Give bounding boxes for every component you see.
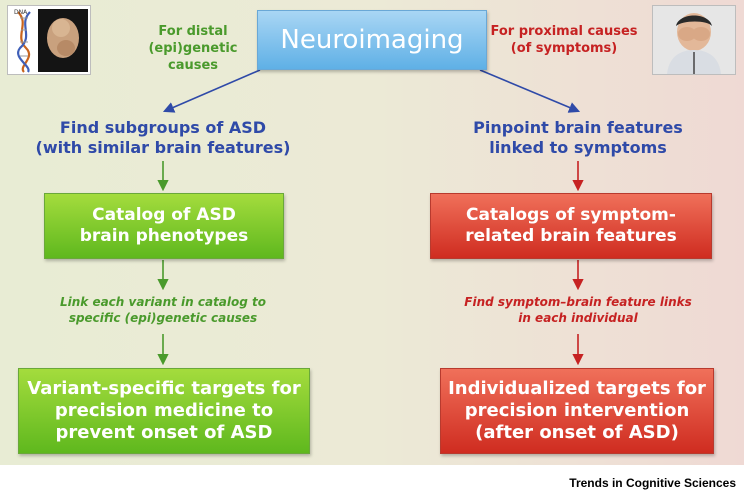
left-heading-line-1: Find subgroups of ASD <box>59 118 267 137</box>
root-label: Neuroimaging <box>280 25 464 55</box>
left-box1-line-1: Catalog of ASD <box>92 205 236 225</box>
dna-label: DNA <box>14 9 28 16</box>
right-link-line-2: in each individual <box>518 311 638 325</box>
left-box2-line-2: precision medicine to <box>54 400 274 421</box>
right-note: For proximal causes (of symptoms) <box>484 23 644 57</box>
right-box1-line-2: related brain features <box>465 226 677 246</box>
catalog-asd-phenotypes-box: Catalog of ASD brain phenotypes <box>44 193 284 259</box>
right-link-note: Find symptom–brain feature links in each… <box>452 294 704 326</box>
right-heading-line-2: linked to symptoms <box>489 138 667 157</box>
left-branch-heading: Find subgroups of ASD (with similar brai… <box>20 118 306 158</box>
left-link-line-2: specific (epi)genetic causes <box>68 311 258 325</box>
left-box2-line-3: prevent onset of ASD <box>55 422 273 443</box>
arrow-root-to-left <box>162 69 261 113</box>
left-box2-line-1: Variant-specific targets for <box>27 378 301 399</box>
arrow-root-to-right <box>479 69 581 113</box>
left-note-line-1: For distal <box>158 24 228 39</box>
right-branch-heading: Pinpoint brain features linked to sympto… <box>446 118 710 158</box>
variant-specific-targets-box: Variant-specific targets for precision m… <box>18 368 310 454</box>
dna-fetus-image: DNA <box>7 5 91 75</box>
right-box2-line-3: (after onset of ASD) <box>475 422 679 443</box>
child-icon <box>653 6 735 74</box>
left-note-line-2: (epi)genetic causes <box>148 41 238 73</box>
right-link-line-1: Find symptom–brain feature links <box>464 295 692 309</box>
left-link-line-1: Link each variant in catalog to <box>59 295 267 309</box>
left-heading-line-2: (with similar brain features) <box>35 138 291 157</box>
catalogs-symptom-features-box: Catalogs of symptom- related brain featu… <box>430 193 712 259</box>
left-link-note: Link each variant in catalog to specific… <box>38 294 288 326</box>
neuroimaging-box: Neuroimaging <box>257 10 487 70</box>
right-box2-line-1: Individualized targets for <box>448 378 706 399</box>
right-box1-line-1: Catalogs of symptom- <box>466 205 676 225</box>
left-note: For distal (epi)genetic causes <box>128 23 258 74</box>
individualized-targets-box: Individualized targets for precision int… <box>440 368 714 454</box>
right-note-line-1: For proximal causes <box>490 24 638 39</box>
right-box2-line-2: precision intervention <box>464 400 690 421</box>
child-covering-eyes-image <box>652 5 736 75</box>
right-note-line-2: (of symptoms) <box>510 41 618 56</box>
source-label: Trends in Cognitive Sciences <box>569 476 736 490</box>
right-heading-line-1: Pinpoint brain features <box>473 118 683 137</box>
left-box1-line-2: brain phenotypes <box>79 226 249 246</box>
arrows-layer <box>157 69 584 366</box>
dna-helix-icon <box>8 6 90 74</box>
